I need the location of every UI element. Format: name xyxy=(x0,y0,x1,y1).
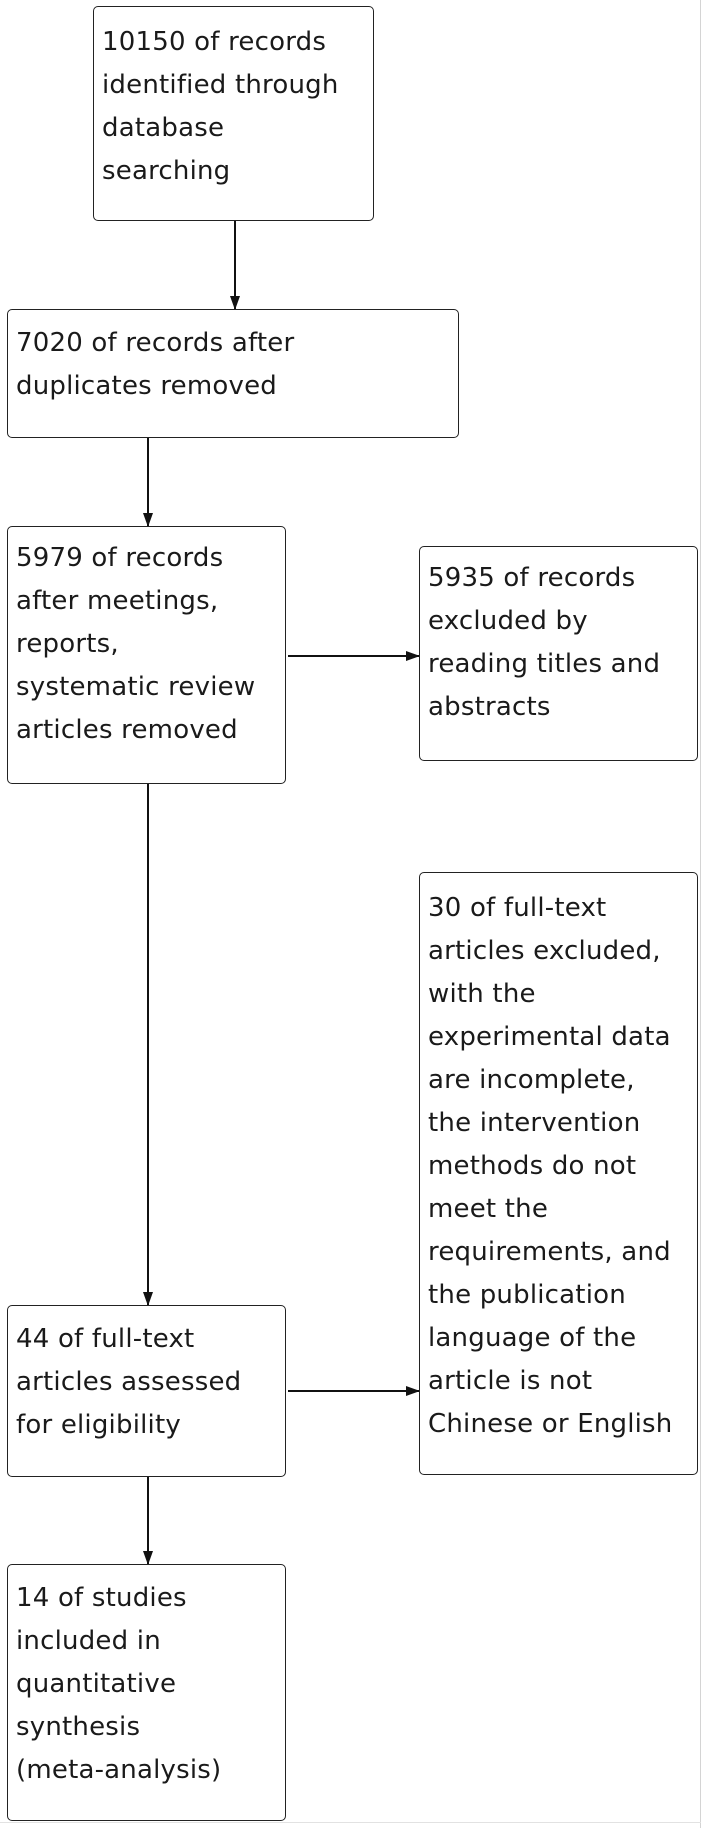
records-after-duplicates-box: 7020 of records after duplicates removed xyxy=(7,309,459,438)
fulltext-assessed-box: 44 of full-text articles assessed for el… xyxy=(7,1305,286,1477)
fulltext-excluded-box: 30 of full-text articles excluded, with … xyxy=(419,872,698,1475)
studies-included-box: 14 of studies included in quantitative s… xyxy=(7,1564,286,1821)
bottom-frame-line xyxy=(0,1822,701,1823)
records-after-meetings-box: 5979 of records after meetings, reports,… xyxy=(7,526,286,784)
records-excluded-titles-box: 5935 of records excluded by reading titl… xyxy=(419,546,698,761)
records-identified-box: 10150 of records identified through data… xyxy=(93,6,374,221)
right-frame-line xyxy=(700,0,701,1828)
